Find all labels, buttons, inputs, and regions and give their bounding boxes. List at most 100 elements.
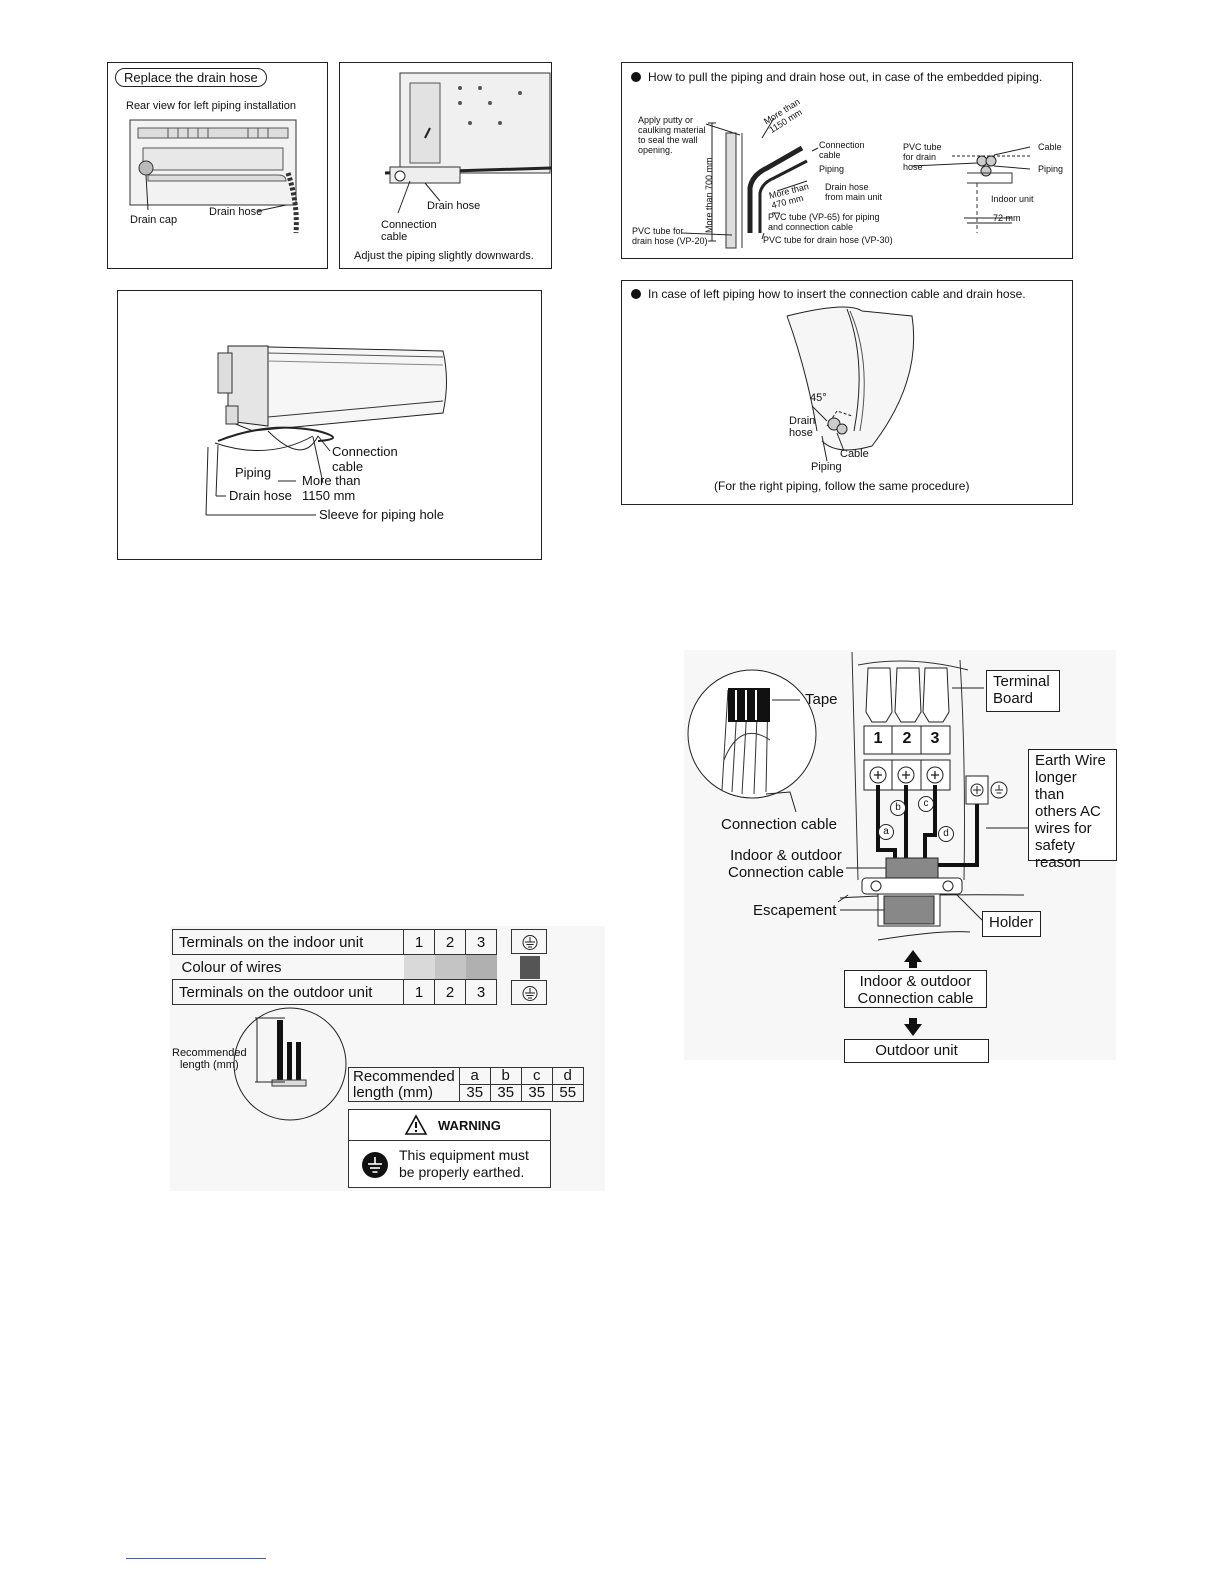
right-piping-note: (For the right piping, follow the same p… — [714, 479, 970, 493]
table-row: 35 35 35 55 — [349, 1084, 584, 1102]
pvc-vp65-label: PVC tube (VP-65) for piping and connecti… — [768, 212, 880, 232]
tape-label: Tape — [805, 691, 838, 708]
wire-letter-d: d — [938, 826, 954, 842]
wire-letter-c: c — [918, 796, 934, 812]
terminal-table: Terminals on the indoor unit 1 2 3 Colou… — [172, 929, 497, 1005]
escapement-label: Escapement — [753, 902, 837, 919]
terminal-cell: 3 — [465, 979, 497, 1005]
wire-color-swatch — [403, 955, 435, 979]
terminal-board-box: Terminal Board — [986, 670, 1060, 712]
piping-label: Piping — [811, 461, 842, 473]
drain-hose-label: Drain hose — [229, 488, 292, 503]
row-label: Terminals on the outdoor unit — [172, 979, 404, 1005]
rear-view-label: Rear view for left piping installation — [126, 100, 296, 112]
terminal-cell: 1 — [403, 979, 435, 1005]
table-row: Colour of wires — [173, 955, 497, 980]
connection-cable-label: Connection cable — [721, 816, 837, 833]
outdoor-unit-box: Outdoor unit — [844, 1039, 989, 1063]
wire-letter-b: b — [890, 800, 906, 816]
indoor-outdoor-cable-box: Indoor & outdoor Connection cable — [844, 970, 987, 1008]
wire-letter-a: a — [878, 824, 894, 840]
value-cell: 55 — [551, 1084, 584, 1102]
terminal-number-1: 1 — [873, 730, 883, 747]
row-label: Terminals on the indoor unit — [172, 929, 404, 955]
wire-color-swatch — [434, 955, 466, 979]
cable-label: Cable — [1038, 142, 1062, 152]
earth-terminal-outdoor — [511, 980, 547, 1005]
pvc-vp20-label: PVC tube for drain hose (VP-20) — [632, 226, 708, 246]
terminal-number-2: 2 — [902, 730, 912, 747]
wire-color-cell — [465, 955, 497, 980]
pvc-vp30-label: PVC tube for drain hose (VP-30) — [763, 235, 893, 245]
terminal-cell: 2 — [434, 979, 466, 1005]
terminal-cell: 3 — [465, 929, 497, 955]
panel-title: Replace the drain hose — [115, 68, 267, 87]
panel-embedded-piping: How to pull the piping and drain hose ou… — [621, 62, 1073, 259]
wire-color-cell — [434, 955, 466, 980]
table-row: Terminals on the indoor unit 1 2 3 — [172, 929, 497, 955]
earth-wire-color — [520, 956, 540, 979]
piping-label: Piping — [819, 164, 845, 174]
value-cell: 35 — [458, 1084, 491, 1102]
connection-cable-label: Connection cable — [819, 140, 865, 160]
warning-header: WARNING — [349, 1110, 550, 1141]
column-header: b — [489, 1067, 522, 1085]
panel-unit-piping: Connection cable Piping More than 1150 m… — [117, 290, 542, 560]
panel-adjust-piping: Drain hose Connection cable Adjust the p… — [339, 62, 552, 269]
angle-label: 45° — [810, 392, 827, 404]
warning-box: WARNING This equipment must be properly … — [348, 1109, 551, 1188]
drain-hose-main-label: Drain hose from main unit — [825, 182, 883, 202]
table-row: Recommended length (mm) a b c d — [348, 1067, 584, 1102]
dim-72-label: 72 mm — [993, 213, 1021, 223]
warning-triangle-icon — [404, 1114, 428, 1135]
drain-hose-label: Drain hose — [427, 200, 481, 212]
indoor-outdoor-cable-label: Indoor & outdoor Connection cable — [728, 847, 844, 881]
rear-view-illustration — [129, 119, 299, 234]
value-cell: 35 — [489, 1084, 522, 1102]
drain-hose-label: Drain hose — [209, 206, 263, 218]
panel-left-insert: In case of left piping how to insert the… — [621, 280, 1073, 505]
bullet-icon — [631, 72, 641, 82]
drain-hose-label: Drain hose — [789, 415, 816, 439]
left-insert-illustration — [786, 306, 915, 462]
indoor-unit-label: Indoor unit — [991, 194, 1034, 204]
adjust-caption: Adjust the piping slightly downwards. — [354, 250, 534, 262]
apply-putty-label: Apply putty or caulking material to seal… — [638, 115, 706, 155]
column-header: c — [520, 1067, 553, 1085]
column-header: d — [551, 1067, 584, 1085]
warning-title: WARNING — [438, 1118, 501, 1133]
pvc-drain-label: PVC tube for drain hose — [903, 142, 942, 172]
terminal-number-3: 3 — [930, 730, 940, 747]
earth-wire-box: Earth Wire longer than others AC wires f… — [1028, 749, 1117, 871]
earth-icon — [362, 1152, 388, 1178]
bullet-icon — [631, 289, 641, 299]
more-than-700-label: More than 700 mm — [704, 157, 714, 233]
table-row: Terminals on the outdoor unit 1 2 3 — [172, 979, 497, 1005]
cable-label: Cable — [840, 448, 869, 460]
earth-icon — [522, 935, 538, 950]
wire-color-swatch — [465, 955, 497, 979]
mounting-plate-illustration — [384, 72, 551, 214]
footer-rule — [126, 1558, 266, 1559]
connection-cable-label: Connection cable — [332, 444, 398, 474]
column-header: a — [458, 1067, 491, 1085]
sleeve-label: Sleeve for piping hole — [319, 507, 445, 522]
terminal-cell: 1 — [403, 929, 435, 955]
panel-replace-drain-hose: Replace the drain hose Rear view for lef… — [107, 62, 328, 269]
panel-title: How to pull the piping and drain hose ou… — [631, 70, 1042, 84]
piping-label: Piping — [235, 465, 272, 480]
more-than-label: More than 1150 mm — [302, 473, 361, 503]
panel-title-text: How to pull the piping and drain hose ou… — [648, 70, 1043, 84]
indoor-unit-illustration — [205, 345, 447, 516]
piping-right-label: Piping — [1038, 164, 1064, 174]
holder-box: Holder — [982, 911, 1041, 937]
earth-terminal-indoor — [511, 929, 547, 954]
panel-title-text: In case of left piping how to insert the… — [648, 287, 1026, 301]
rec-header: Recommended length (mm) — [348, 1067, 460, 1102]
connection-cable-label: Connection cable — [381, 219, 437, 243]
drain-cap-label: Drain cap — [130, 214, 178, 226]
wire-color-cell — [403, 955, 435, 980]
warning-text: This equipment must be properly earthed. — [399, 1147, 529, 1180]
row-label: Colour of wires — [181, 958, 282, 976]
panel-title: In case of left piping how to insert the… — [631, 287, 1026, 301]
